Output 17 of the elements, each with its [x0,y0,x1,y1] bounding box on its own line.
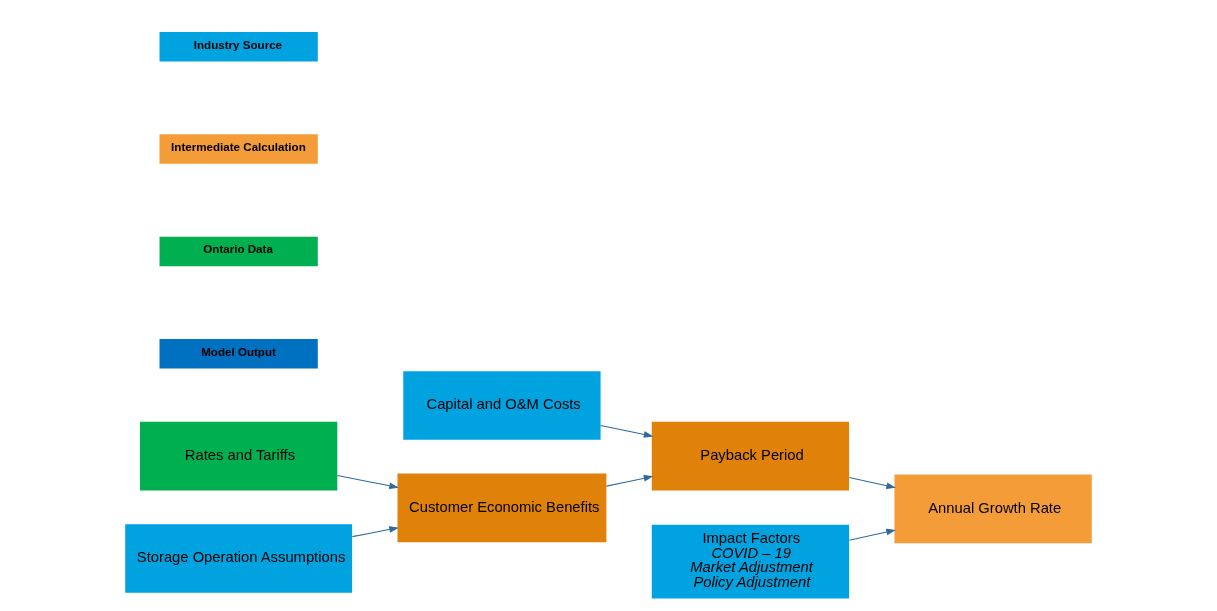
arrow [600,425,654,438]
node-box: Payback Period [651,421,850,491]
arrow [351,526,399,538]
arrow [848,528,896,541]
arrow [336,474,399,490]
arrow [605,475,654,487]
legend-label: Intermediate Calculation [171,139,306,153]
node-box: Storage Operation Assumptions [125,524,353,593]
arrow [848,477,896,489]
node-box: Customer Economic Benefits [397,473,607,543]
legend-label: Ontario Data [203,242,273,256]
node-box: Impact Factors COVID – 19 Market Adjustment Policy Adjustment [651,524,850,599]
node-box: Capital and O&M Costs [403,371,601,440]
legend-label: Model Output [201,344,276,358]
legend-label: Industry Source [193,37,283,51]
node-box: Annual Growth Rate [894,474,1092,544]
node-box: Rates and Tariffs [140,421,338,491]
